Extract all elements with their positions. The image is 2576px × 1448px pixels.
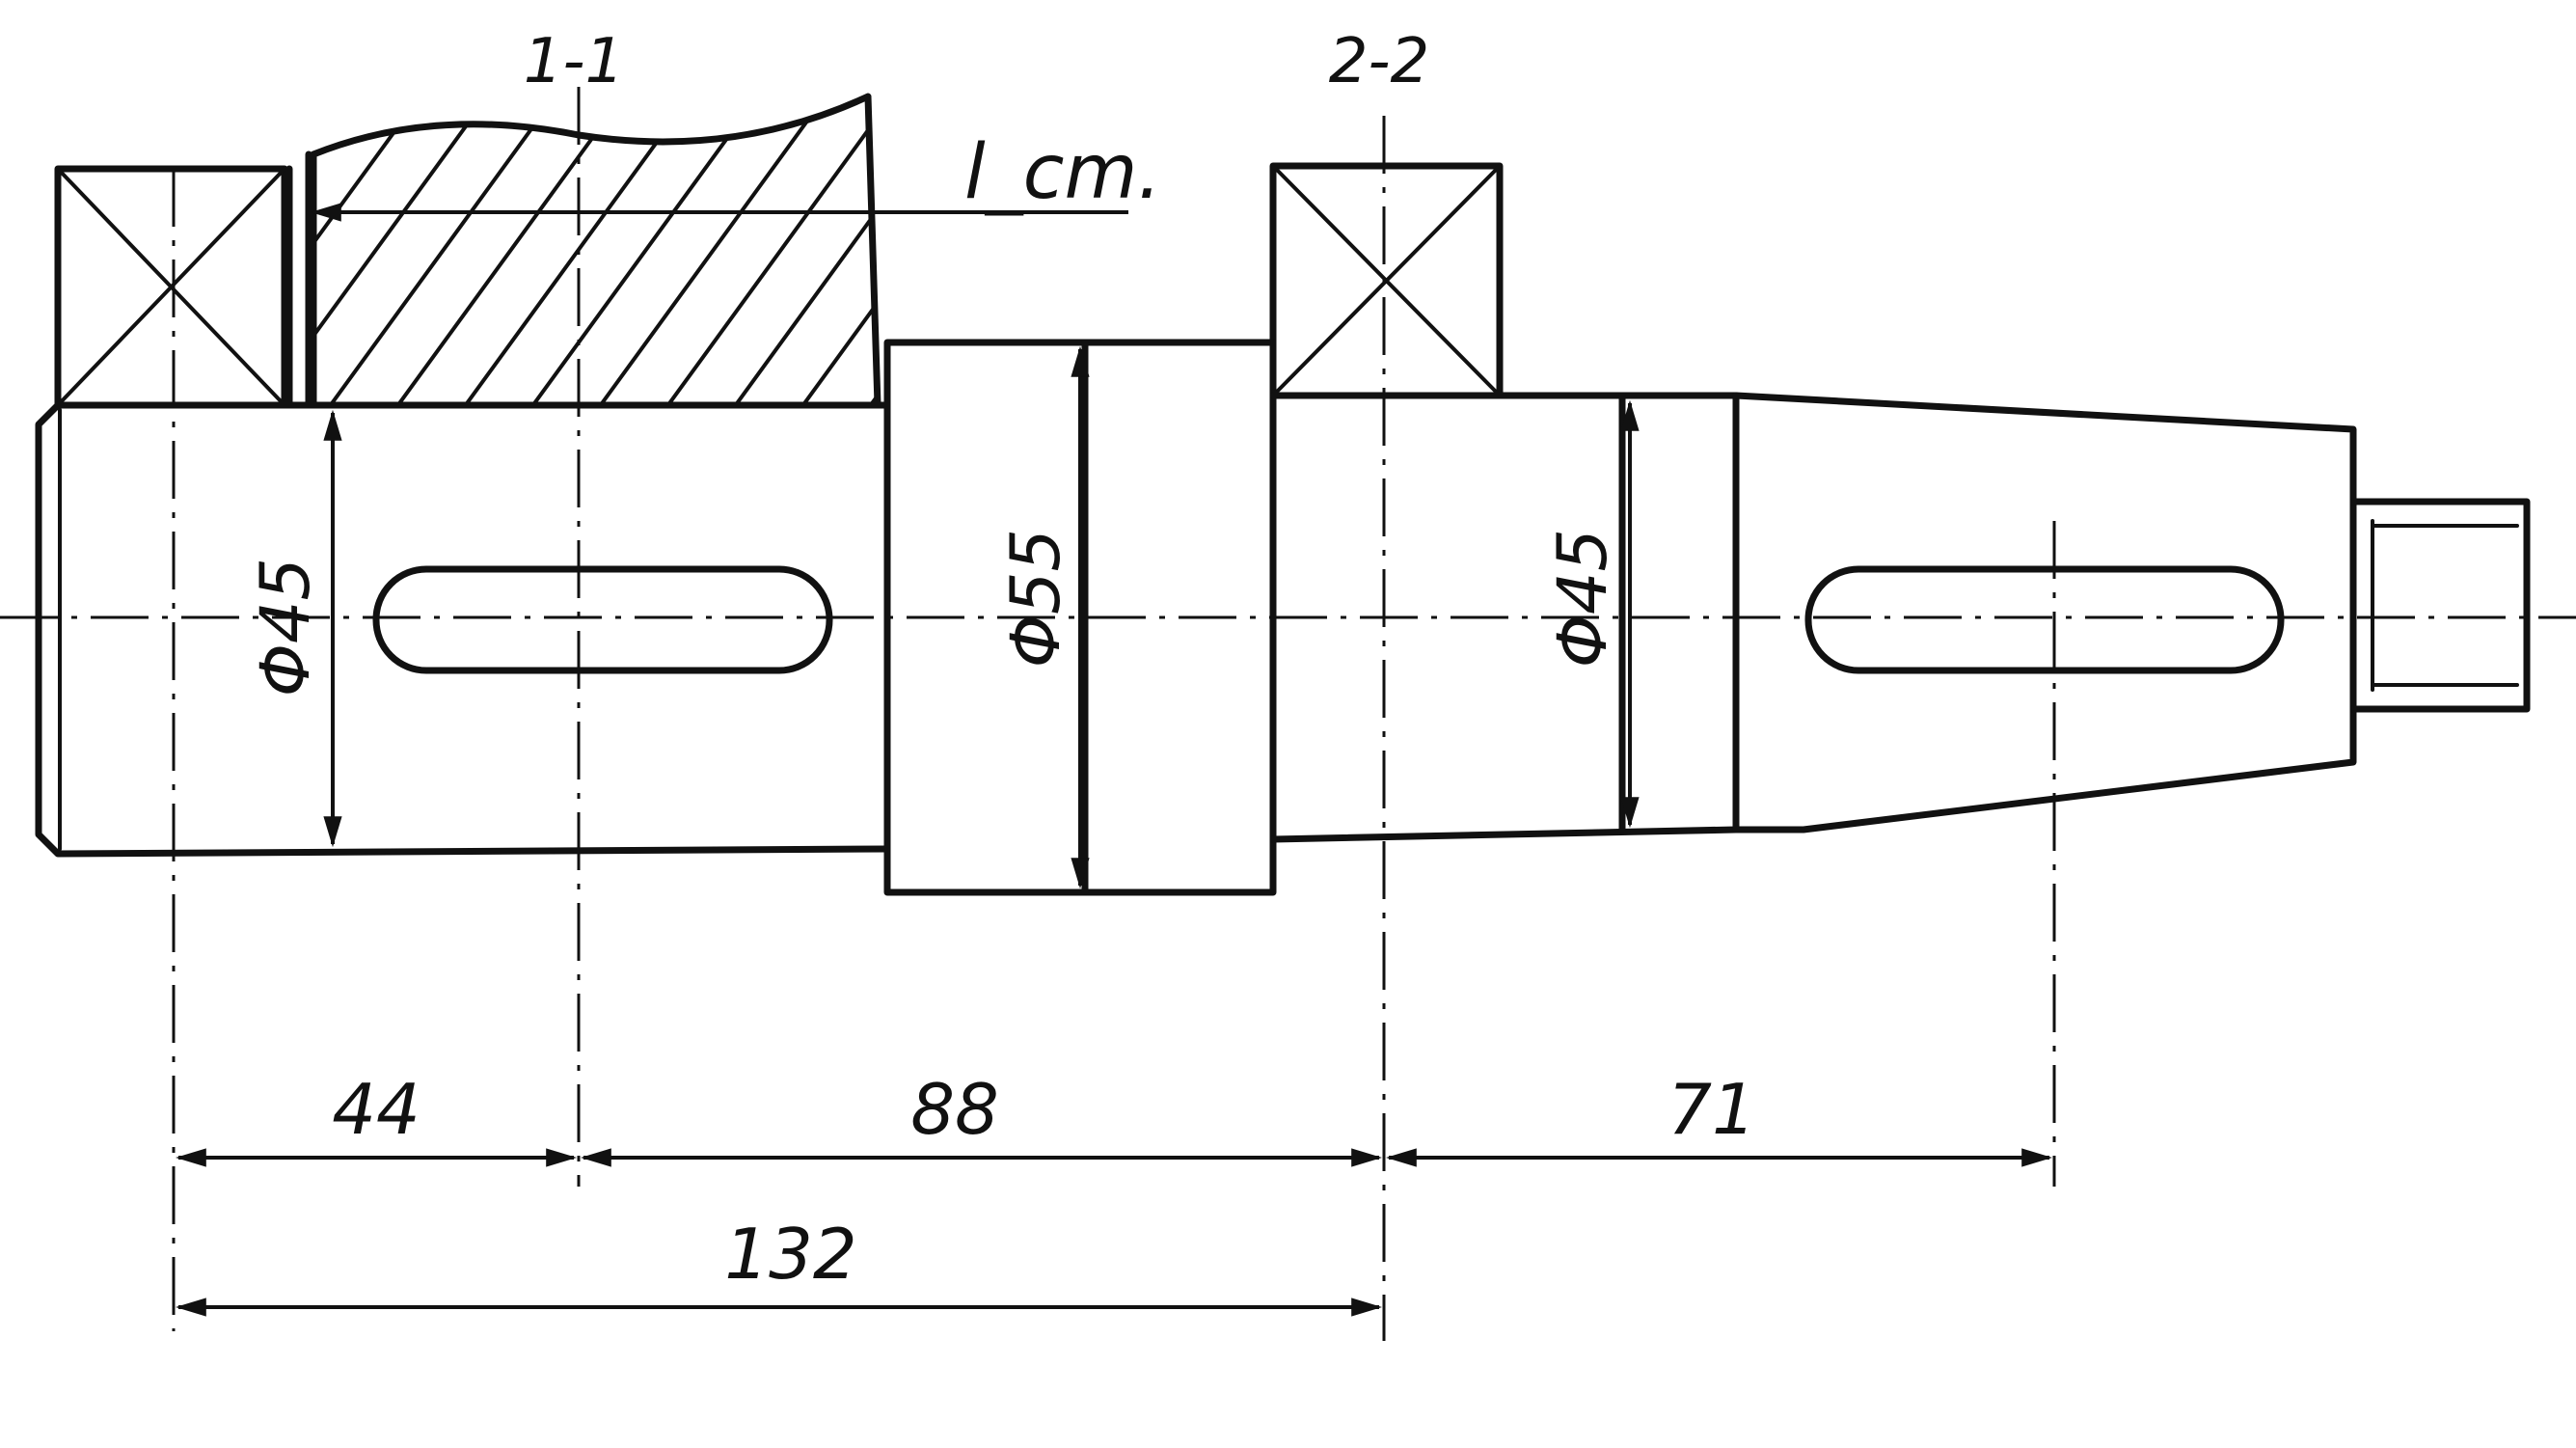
dimension-label-132: 132 — [724, 1214, 856, 1295]
keyway-left — [372, 565, 833, 674]
hub-length-label: l_cm. — [964, 129, 1161, 216]
keyway-right — [1804, 565, 2285, 674]
hub-section — [310, 93, 881, 409]
diameter-label-left: Φ45 — [246, 558, 325, 697]
spacer-sleeve — [285, 150, 312, 409]
centerlines — [0, 87, 2576, 1341]
dimension-label-71: 71 — [1668, 1069, 1756, 1150]
right-bearing — [1269, 162, 1504, 399]
left-bearing — [54, 165, 288, 409]
diameter-label-right: Φ45 — [1543, 529, 1622, 668]
length-dimension-lines — [175, 1148, 2053, 1317]
diameter-dimension-lines — [323, 345, 1640, 889]
section-label-2-2: 2-2 — [1329, 26, 1430, 97]
diameter-label-collar: Φ55 — [996, 529, 1075, 668]
dimension-label-88: 88 — [910, 1069, 999, 1150]
dimension-label-44: 44 — [332, 1069, 420, 1150]
section-label-1-1: 1-1 — [524, 26, 625, 97]
